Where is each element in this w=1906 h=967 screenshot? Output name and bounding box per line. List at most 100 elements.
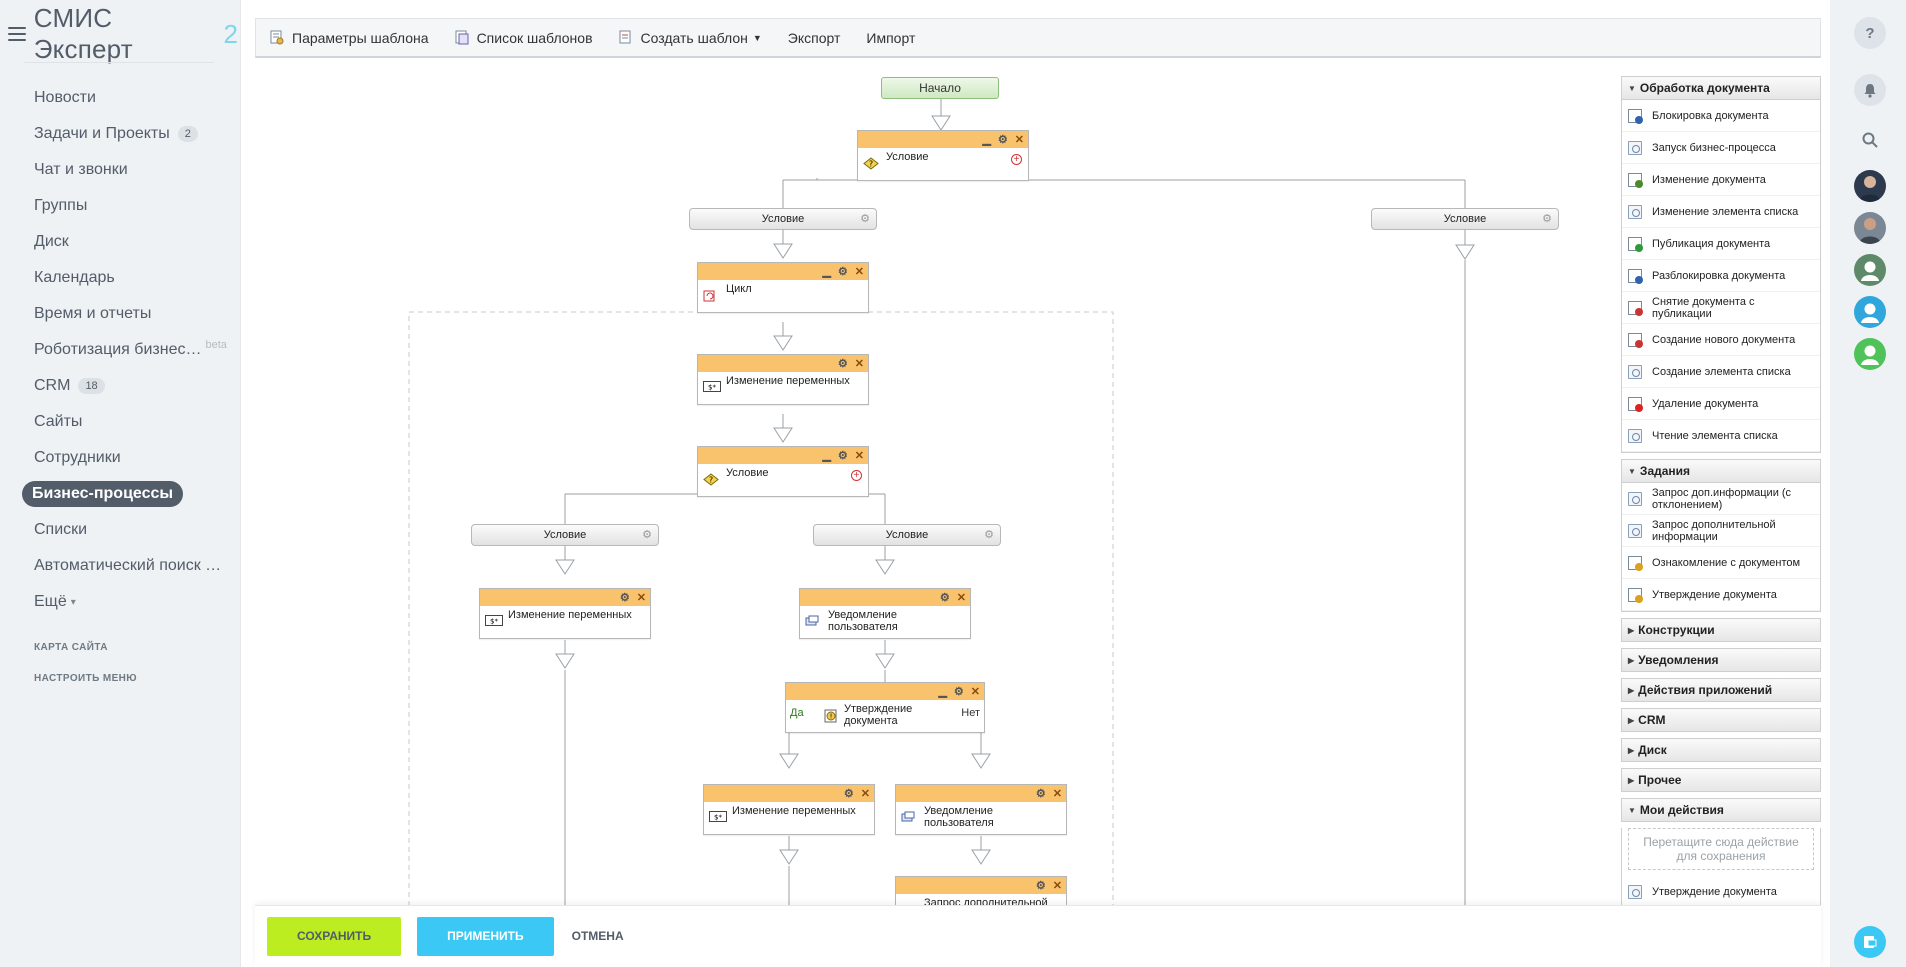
- drop-zone[interactable]: Перетащите сюда действие для сохранения: [1628, 828, 1814, 870]
- close-icon[interactable]: ✕: [1052, 788, 1062, 800]
- gear-icon[interactable]: ⚙: [837, 450, 848, 462]
- close-icon[interactable]: ✕: [636, 592, 646, 604]
- palette-group-header[interactable]: ▶Конструкции: [1621, 618, 1821, 642]
- palette-group-header[interactable]: ▼Мои действия: [1621, 798, 1821, 822]
- gear-icon[interactable]: ⚙: [837, 266, 848, 278]
- help-button[interactable]: ?: [1854, 17, 1886, 49]
- approve-document-activity[interactable]: ▁⚙✕ Да ! Утверждение документа Нет: [785, 682, 985, 733]
- palette-item[interactable]: Утверждение документа: [1622, 579, 1820, 611]
- gear-icon[interactable]: ⚙: [997, 134, 1008, 146]
- palette-item[interactable]: Утверждение документа: [1622, 876, 1820, 906]
- branch-condition-right[interactable]: Условие⚙: [1371, 208, 1559, 230]
- sidebar-item[interactable]: Роботизация бизнес…beta: [22, 332, 232, 368]
- template-params-button[interactable]: Параметры шаблона: [270, 30, 429, 46]
- sidebar-item[interactable]: Автоматический поиск …: [22, 548, 232, 584]
- gear-icon[interactable]: ⚙: [619, 592, 630, 604]
- condition-activity-inner[interactable]: ▁⚙✕ ? Условие +: [697, 446, 869, 497]
- gear-icon[interactable]: ⚙: [1542, 213, 1552, 225]
- configure-menu-link[interactable]: НАСТРОИТЬ МЕНЮ: [34, 673, 137, 684]
- palette-item[interactable]: Изменение документа: [1622, 164, 1820, 196]
- notifications-button[interactable]: [1854, 74, 1886, 106]
- condition-activity[interactable]: ▁⚙✕ ? Условие +: [857, 130, 1029, 181]
- set-variables-activity[interactable]: ⚙✕ $* Изменение переменных: [703, 784, 875, 835]
- sidebar-item[interactable]: Ещё▾: [22, 584, 232, 620]
- branch-condition-inner-left[interactable]: Условие⚙: [471, 524, 659, 546]
- sidebar-item[interactable]: Новости: [22, 80, 232, 116]
- loop-activity[interactable]: ▁⚙✕ Цикл: [697, 262, 869, 313]
- process-designer-canvas[interactable]: Начало ▁⚙✕ ? Условие + Условие⚙ Условие⚙…: [255, 70, 1607, 910]
- minimize-icon[interactable]: ▁: [938, 686, 947, 698]
- request-info-activity[interactable]: ⚙✕ Запрос дополнительной: [895, 876, 1067, 910]
- close-icon[interactable]: ✕: [1014, 134, 1024, 146]
- hamburger-menu-icon[interactable]: [8, 27, 26, 41]
- sidebar-item[interactable]: Бизнес-процессы: [22, 476, 232, 512]
- import-button[interactable]: Импорт: [866, 30, 915, 46]
- gear-icon[interactable]: ⚙: [953, 686, 964, 698]
- notify-user-activity[interactable]: ⚙✕ Уведомление пользователя: [799, 588, 971, 639]
- palette-group-header[interactable]: ▼Задания: [1621, 459, 1821, 483]
- sidebar-item[interactable]: Время и отчеты: [22, 296, 232, 332]
- sidebar-item[interactable]: Группы: [22, 188, 232, 224]
- avatar[interactable]: [1854, 296, 1886, 328]
- avatar[interactable]: [1854, 212, 1886, 244]
- gear-icon[interactable]: ⚙: [642, 529, 652, 541]
- sidebar-item[interactable]: Сотрудники: [22, 440, 232, 476]
- export-button[interactable]: Экспорт: [788, 30, 841, 46]
- palette-item[interactable]: Создание нового документа: [1622, 324, 1820, 356]
- minimize-icon[interactable]: ▁: [822, 266, 831, 278]
- app-title[interactable]: СМИС Эксперт: [33, 3, 133, 64]
- branch-condition-left[interactable]: Условие⚙: [689, 208, 877, 230]
- apply-button[interactable]: Применить: [417, 917, 554, 956]
- palette-item[interactable]: Снятие документа с публикации: [1622, 292, 1820, 324]
- avatar[interactable]: [1854, 254, 1886, 286]
- palette-item[interactable]: Ознакомление с документом: [1622, 547, 1820, 579]
- add-branch-icon[interactable]: +: [1011, 154, 1022, 165]
- start-node[interactable]: Начало: [881, 77, 999, 99]
- close-icon[interactable]: ✕: [854, 450, 864, 462]
- save-button[interactable]: Сохранить: [267, 917, 402, 956]
- gear-icon[interactable]: ⚙: [843, 788, 854, 800]
- avatar[interactable]: [1854, 170, 1886, 202]
- palette-item[interactable]: Запрос дополнительной информации: [1622, 515, 1820, 547]
- minimize-icon[interactable]: ▁: [822, 450, 831, 462]
- palette-group-header[interactable]: ▶Действия приложений: [1621, 678, 1821, 702]
- cancel-button[interactable]: Отмена: [571, 929, 624, 943]
- branch-condition-inner-right[interactable]: Условие⚙: [813, 524, 1001, 546]
- close-icon[interactable]: ✕: [1052, 880, 1062, 892]
- gear-icon[interactable]: ⚙: [939, 592, 950, 604]
- close-icon[interactable]: ✕: [970, 686, 980, 698]
- palette-item[interactable]: Удаление документа: [1622, 388, 1820, 420]
- sidebar-item[interactable]: Сайты: [22, 404, 232, 440]
- search-button[interactable]: [1854, 124, 1886, 156]
- palette-group-header[interactable]: ▶Прочее: [1621, 768, 1821, 792]
- gear-icon[interactable]: ⚙: [837, 358, 848, 370]
- gear-icon[interactable]: ⚙: [1035, 788, 1046, 800]
- palette-item[interactable]: Создание элемента списка: [1622, 356, 1820, 388]
- set-variables-activity[interactable]: ⚙✕ $* Изменение переменных: [479, 588, 651, 639]
- gear-icon[interactable]: ⚙: [984, 529, 994, 541]
- palette-item[interactable]: Изменение элемента списка: [1622, 196, 1820, 228]
- sidebar-item[interactable]: Календарь: [22, 260, 232, 296]
- sidebar-item[interactable]: Списки: [22, 512, 232, 548]
- palette-item[interactable]: Запрос доп.информации (с отклонением): [1622, 483, 1820, 515]
- add-branch-icon[interactable]: +: [851, 470, 862, 481]
- palette-item[interactable]: Чтение элемента списка: [1622, 420, 1820, 452]
- set-variables-activity[interactable]: ⚙✕ $* Изменение переменных: [697, 354, 869, 405]
- palette-item[interactable]: Публикация документа: [1622, 228, 1820, 260]
- notify-user-activity[interactable]: ⚙✕ Уведомление пользователя: [895, 784, 1067, 835]
- gear-icon[interactable]: ⚙: [860, 213, 870, 225]
- palette-item[interactable]: Запуск бизнес-процесса: [1622, 132, 1820, 164]
- sidebar-item[interactable]: Диск: [22, 224, 232, 260]
- close-icon[interactable]: ✕: [860, 788, 870, 800]
- minimize-icon[interactable]: ▁: [982, 134, 991, 146]
- palette-group-header[interactable]: ▶Уведомления: [1621, 648, 1821, 672]
- palette-group-header[interactable]: ▶Диск: [1621, 738, 1821, 762]
- avatar[interactable]: [1854, 338, 1886, 370]
- close-icon[interactable]: ✕: [956, 592, 966, 604]
- gear-icon[interactable]: ⚙: [1035, 880, 1046, 892]
- create-template-button[interactable]: Создать шаблон ▼: [619, 30, 762, 46]
- sidebar-item[interactable]: Чат и звонки: [22, 152, 232, 188]
- palette-group-header[interactable]: ▼Обработка документа: [1621, 76, 1821, 100]
